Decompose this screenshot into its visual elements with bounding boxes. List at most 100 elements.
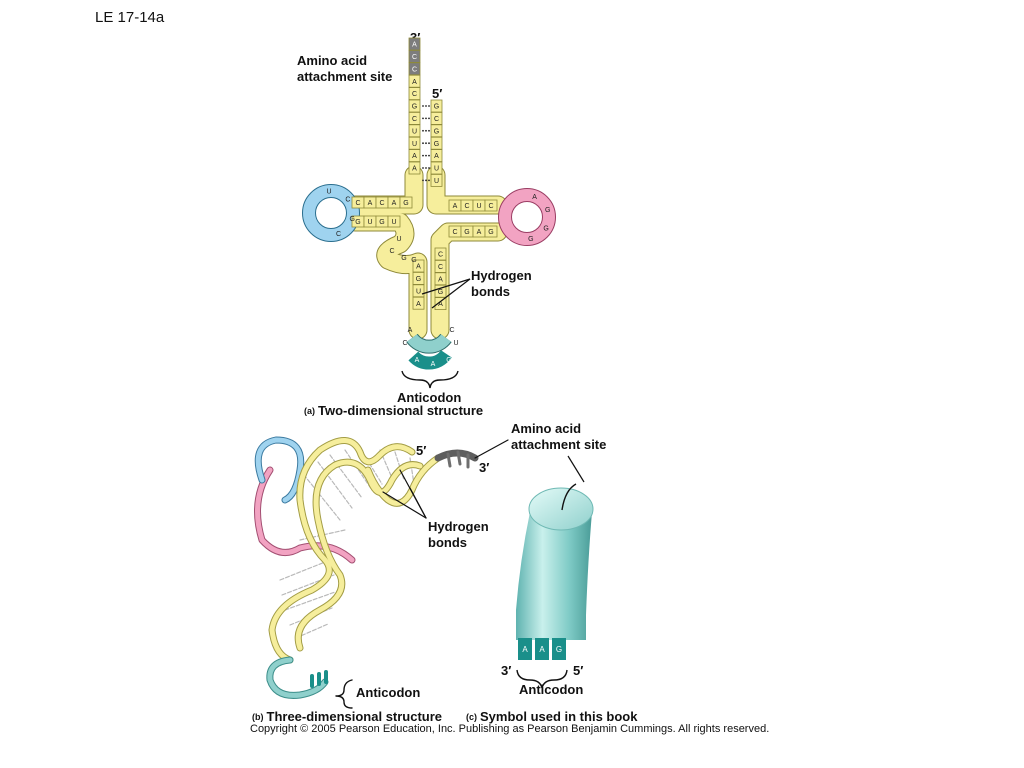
acc-dot	[428, 117, 430, 120]
acc-dot	[422, 179, 424, 182]
b-anticodon-bases	[310, 670, 328, 688]
d-loop-base-3: C	[336, 231, 341, 238]
a-anticodon-label: Anticodon	[397, 390, 462, 405]
acc-dot	[428, 142, 430, 145]
b-anticodon-loop	[267, 657, 328, 698]
ac-right-2-box	[434, 272, 447, 286]
b-caption-letter: (b)	[252, 712, 264, 722]
anticodon-base-2: G	[446, 357, 451, 364]
ac-loop-base-3: U	[453, 340, 458, 347]
t-bot-1-letter: G	[464, 229, 469, 236]
b-end-3-prime: 3′	[479, 460, 490, 475]
b-caption: (b)Three-dimensional structure	[252, 709, 442, 724]
acc3-4-box	[408, 87, 421, 100]
t-loop-base-2: G	[543, 226, 548, 233]
c-caption-text: Symbol used in this book	[480, 709, 638, 724]
acc5-4-letter: A	[434, 153, 439, 160]
d-loop-base-0: U	[327, 189, 332, 196]
acc-dot	[425, 117, 427, 120]
acc-dot	[422, 167, 424, 169]
ac-right-4-letter: A	[438, 301, 443, 308]
d-loop-base-1: C	[345, 196, 350, 203]
acc5-6-letter: U	[434, 178, 439, 185]
a-anticodon-bases: AAG	[415, 357, 452, 368]
t-top-0-letter: A	[453, 203, 458, 210]
acc3-1-letter: C	[412, 54, 417, 61]
a-hbond-pointers	[421, 278, 471, 309]
a-acceptor-hbond-dots	[422, 105, 430, 182]
c-caption-letter: (c)	[466, 712, 477, 722]
ac-loop-base-0: A	[408, 327, 413, 334]
c-anticodon-label: Anticodon	[519, 682, 584, 697]
acc-dot	[428, 179, 430, 182]
acc3-8-letter: U	[412, 141, 417, 148]
d-bot-2-letter: G	[379, 219, 384, 226]
a-d-loop	[302, 184, 360, 242]
c-base-letter-1: A	[539, 645, 545, 654]
ac-right-4-box	[434, 297, 447, 311]
d-top-2-letter: C	[379, 200, 384, 207]
t-bot-3-box	[484, 225, 498, 238]
t-top-3-letter: C	[488, 203, 493, 210]
acc3-4-letter: C	[412, 91, 417, 98]
b-pointers	[382, 439, 509, 519]
t-bot-2-letter: A	[477, 229, 482, 236]
panel-b-3d-structure	[254, 436, 509, 709]
anticodon-base-0: A	[415, 357, 420, 364]
acc-dot	[422, 142, 424, 145]
a-t-loop	[498, 188, 556, 246]
b-acceptor-bases	[446, 450, 470, 469]
acc5-5-letter: U	[434, 166, 439, 173]
acc5-3-letter: G	[434, 141, 439, 148]
ac-left-3-box	[412, 296, 425, 310]
acc-dot	[422, 129, 424, 132]
d-top-1-letter: A	[368, 200, 373, 207]
ac-left-2-box	[412, 284, 425, 298]
ac-left-3-letter: A	[416, 301, 421, 308]
ac-right-2-letter: A	[438, 276, 443, 283]
d-bot-3-box	[387, 215, 401, 228]
t-top-1-letter: C	[464, 203, 469, 210]
c-base-leg-2	[552, 638, 566, 660]
ac-left-0-letter: A	[416, 264, 421, 271]
acc-dot	[425, 105, 427, 107]
a-hydrogen-bonds-label: Hydrogen bonds	[471, 268, 532, 299]
d-top-3-letter: A	[392, 200, 397, 207]
t-loop-base-1: G	[545, 207, 550, 214]
ac-right-1-letter: C	[438, 264, 443, 271]
ac-left-2-letter: U	[416, 288, 421, 295]
acc5-1-letter: C	[434, 116, 439, 123]
t-top-2-letter: U	[476, 203, 481, 210]
acc-dot	[425, 129, 427, 132]
a-amino-acid-site-label: Amino acid attachment site	[297, 53, 393, 84]
acc3-5-letter: G	[412, 104, 417, 111]
acc5-6-box	[430, 173, 443, 187]
acc3-8-box	[408, 136, 421, 150]
acc3-9-letter: A	[412, 153, 417, 160]
junction-base-3: G	[411, 257, 416, 264]
d-top-4-letter: G	[403, 200, 408, 207]
acc5-0-letter: G	[434, 104, 439, 111]
a-anticodon-brace	[401, 370, 459, 389]
acc3-6-letter: C	[412, 116, 417, 123]
acc-dot	[428, 105, 430, 107]
t-top-3-box	[484, 199, 498, 212]
d-top-0-letter: C	[355, 200, 360, 207]
c-cylinder-top	[528, 487, 594, 531]
acc5-2-letter: G	[434, 128, 439, 135]
acc5-3-box	[430, 136, 443, 150]
c-label-pointer	[567, 455, 585, 483]
c-caption: (c)Symbol used in this book	[466, 709, 637, 724]
acc3-3-letter: A	[412, 79, 417, 86]
c-end-5-prime: 5′	[573, 663, 584, 678]
